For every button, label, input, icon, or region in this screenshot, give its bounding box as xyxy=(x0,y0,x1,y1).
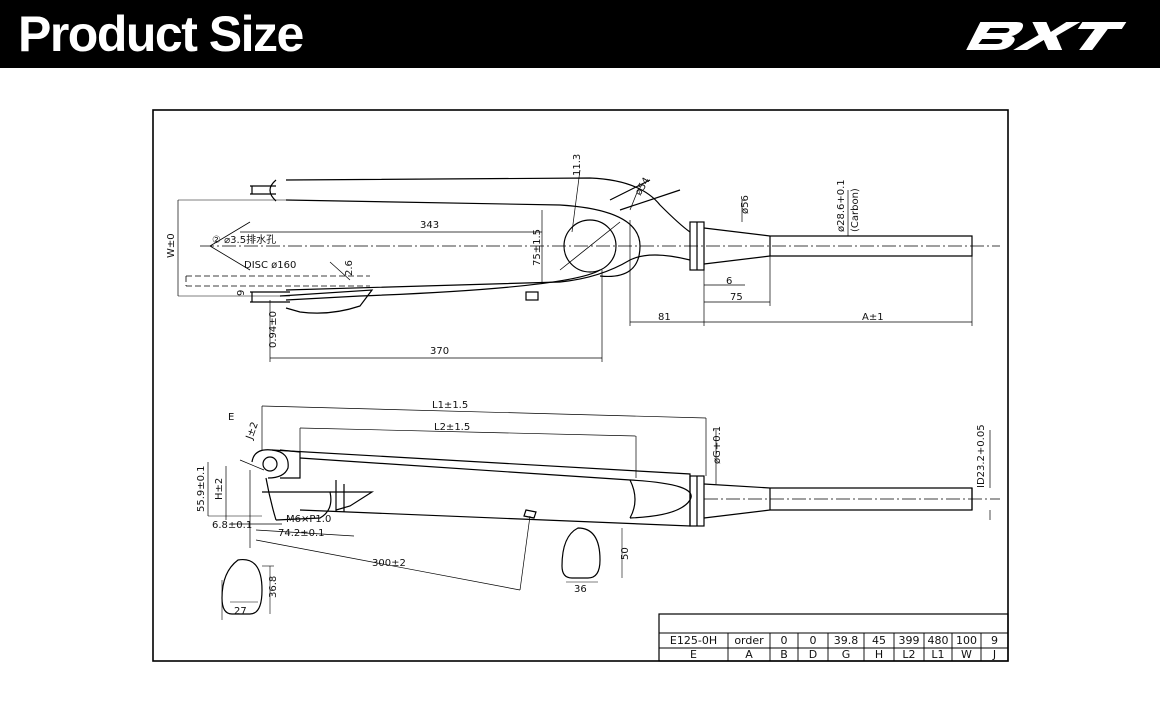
front-view-labels: L1±1.5 L2±1.5 E J±2 H±2 55.9±0.1 6.8±0.1… xyxy=(196,400,987,617)
table-value-cell: 39.8 xyxy=(834,634,859,647)
dim-carbon: (Carbon) xyxy=(850,188,861,232)
dim-e: E xyxy=(228,412,234,423)
dim-28-6: ø28.6+0.1 xyxy=(836,179,847,232)
table-header-cell: B xyxy=(780,648,788,661)
dim-36-8: 36.8 xyxy=(268,576,279,598)
dim-55-9: 55.9±0.1 xyxy=(196,465,207,512)
spec-table: E125-0H order 0 0 39.8 45 399 480 100 9E A B D G H L2 L1… xyxy=(658,613,1009,662)
side-view xyxy=(177,169,1000,362)
table-header-cell: A xyxy=(745,648,753,661)
table-header-cell: L2 xyxy=(902,648,915,661)
dim-74-2: 74.2±0.1 xyxy=(278,528,325,539)
table-header-cell: H xyxy=(875,648,883,661)
table-value-cell: 399 xyxy=(899,634,920,647)
dim-50: 50 xyxy=(620,547,631,560)
dim-11-3: 11.3 xyxy=(572,154,583,176)
table-value-cell: order xyxy=(734,634,764,647)
dim-6-8: 6.8±0.1 xyxy=(212,520,252,531)
front-view xyxy=(207,405,1000,620)
brand-logo xyxy=(966,22,1127,50)
table-value-cell: 0 xyxy=(781,634,788,647)
dim-2-6: 2.6 xyxy=(344,260,355,276)
dim-h: H±2 xyxy=(214,478,225,500)
dim-0-94: 0.94±0 xyxy=(268,311,279,348)
dim-81: 81 xyxy=(658,312,671,323)
table-value-cell: 9 xyxy=(991,634,998,647)
dim-27: 27 xyxy=(234,606,247,617)
dim-9: 9 xyxy=(236,290,247,296)
table-value-cell: 45 xyxy=(872,634,886,647)
table-header-cell: J xyxy=(992,648,996,661)
dim-id: ID23.2+0.05 xyxy=(976,424,987,488)
dim-j: J±2 xyxy=(244,421,261,442)
dim-370: 370 xyxy=(430,346,449,357)
drawing-frame xyxy=(152,109,1009,662)
table-value-cell: 100 xyxy=(956,634,977,647)
dim-g: øG+0.1 xyxy=(712,426,723,464)
table-header-cell: D xyxy=(809,648,817,661)
header-bar: Product Size xyxy=(0,0,1160,68)
dim-300: 300±2 xyxy=(372,558,406,569)
page-title: Product Size xyxy=(18,6,304,62)
table-header-cell: W xyxy=(961,648,972,661)
table-header-cell: G xyxy=(842,648,851,661)
dim-w: W±0 xyxy=(166,233,177,258)
table-value-cell: 0 xyxy=(810,634,817,647)
dim-36: 36 xyxy=(574,584,587,595)
dim-a: A±1 xyxy=(862,312,884,323)
side-view-labels: 343 370 DISC ø160 ② ⌀3.5排水孔 W±0 2.6 9 0.… xyxy=(166,154,884,357)
dim-m6: M6×P1.0 xyxy=(286,514,331,525)
dim-343: 343 xyxy=(420,220,439,231)
dim-75: 75 xyxy=(730,292,743,303)
table-header-cell: L1 xyxy=(931,648,944,661)
dim-l1: L1±1.5 xyxy=(432,400,468,411)
dim-l2: L2±1.5 xyxy=(434,422,470,433)
dim-disc: DISC ø160 xyxy=(244,260,296,271)
dim-75-1-5: 75±1.5 xyxy=(532,229,543,266)
dim-56: ø56 xyxy=(740,195,751,214)
table-value-cell: 480 xyxy=(928,634,949,647)
table-header-cell: E xyxy=(690,648,697,661)
dim-6: 6 xyxy=(726,276,732,287)
table-value-cell: E125-0H xyxy=(670,634,717,647)
dim-drain-hole: ② ⌀3.5排水孔 xyxy=(212,233,276,246)
